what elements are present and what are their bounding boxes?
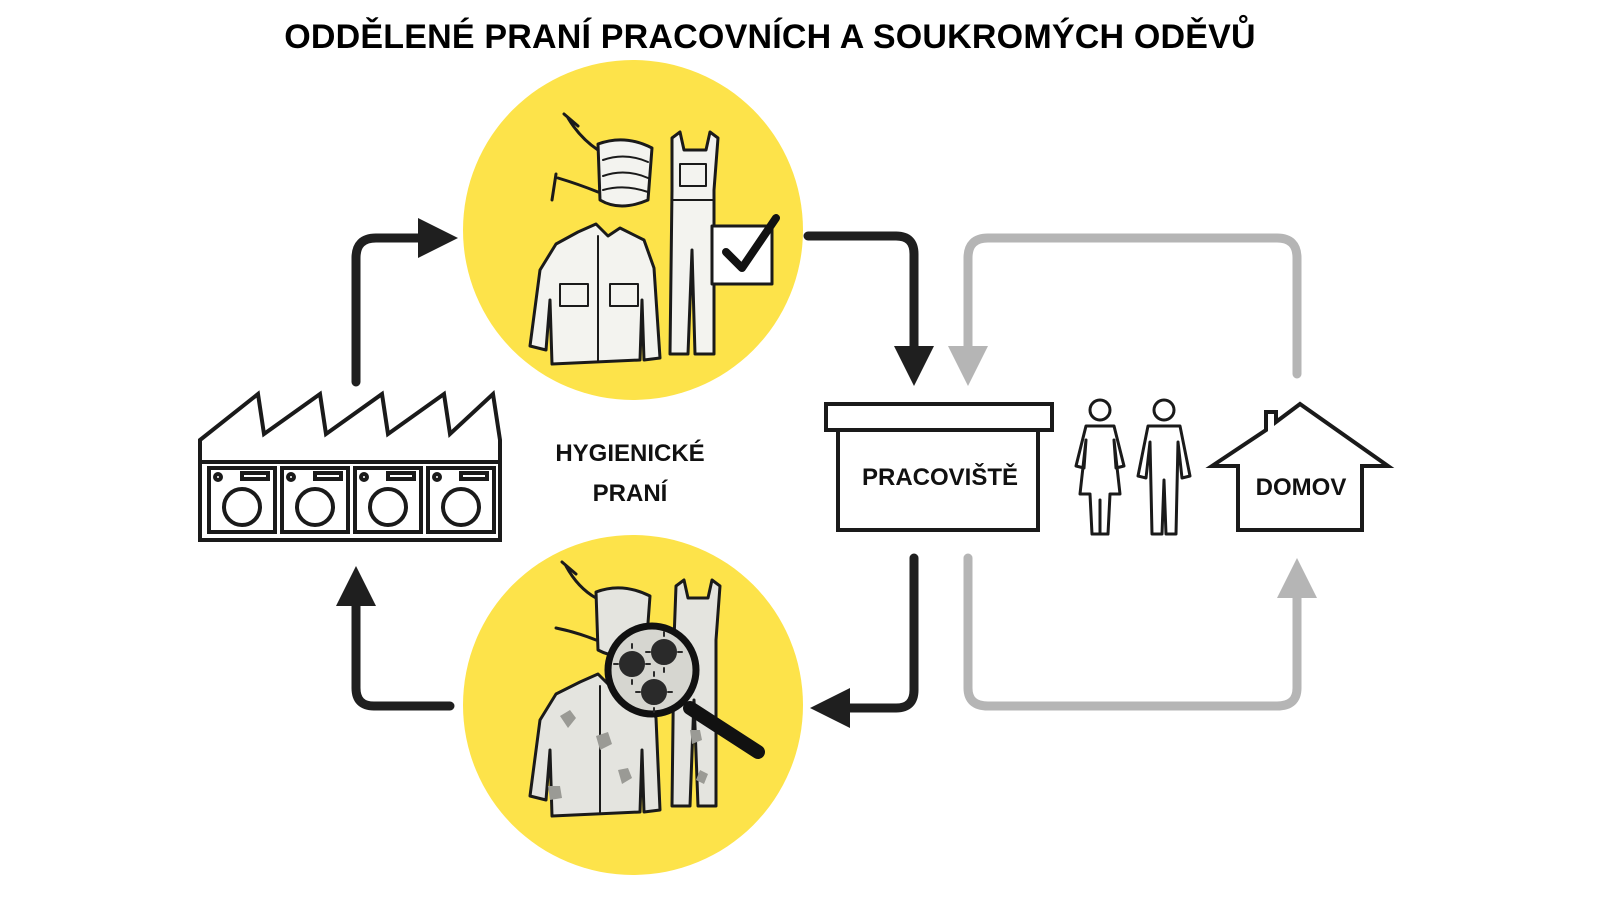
arrow-workplace-to-dirty xyxy=(810,553,919,728)
work-jacket-icon xyxy=(528,222,662,366)
people-icon xyxy=(1074,398,1192,536)
page-title: ODDĚLENÉ PRANÍ PRACOVNÍCH A SOUKROMÝCH O… xyxy=(284,18,1256,56)
factory-icon xyxy=(198,389,502,542)
arrow-dirty-to-factory xyxy=(336,566,455,711)
germ-icon xyxy=(613,631,683,713)
house-icon xyxy=(1205,401,1395,532)
clean-clothing-icon xyxy=(528,112,780,366)
home-label: DOMOV xyxy=(1255,474,1347,501)
workplace-label: PRACOVIŠTĚ xyxy=(861,464,1019,491)
man-icon xyxy=(1152,398,1176,422)
arrow-workplace-to-home xyxy=(963,553,1317,711)
arrow-clean-to-workplace xyxy=(803,231,934,386)
woman-icon xyxy=(1088,398,1112,422)
contaminated-clothing-icon xyxy=(528,560,765,818)
stain-icon xyxy=(548,710,708,800)
hygienic-washing-label: HYGIENICKÉ PRANÍ xyxy=(555,440,705,507)
arrow-factory-to-clean xyxy=(351,218,458,387)
workplace-building-icon xyxy=(824,402,1054,532)
arrow-home-to-workplace xyxy=(948,233,1302,386)
checkmark-icon xyxy=(722,214,780,272)
